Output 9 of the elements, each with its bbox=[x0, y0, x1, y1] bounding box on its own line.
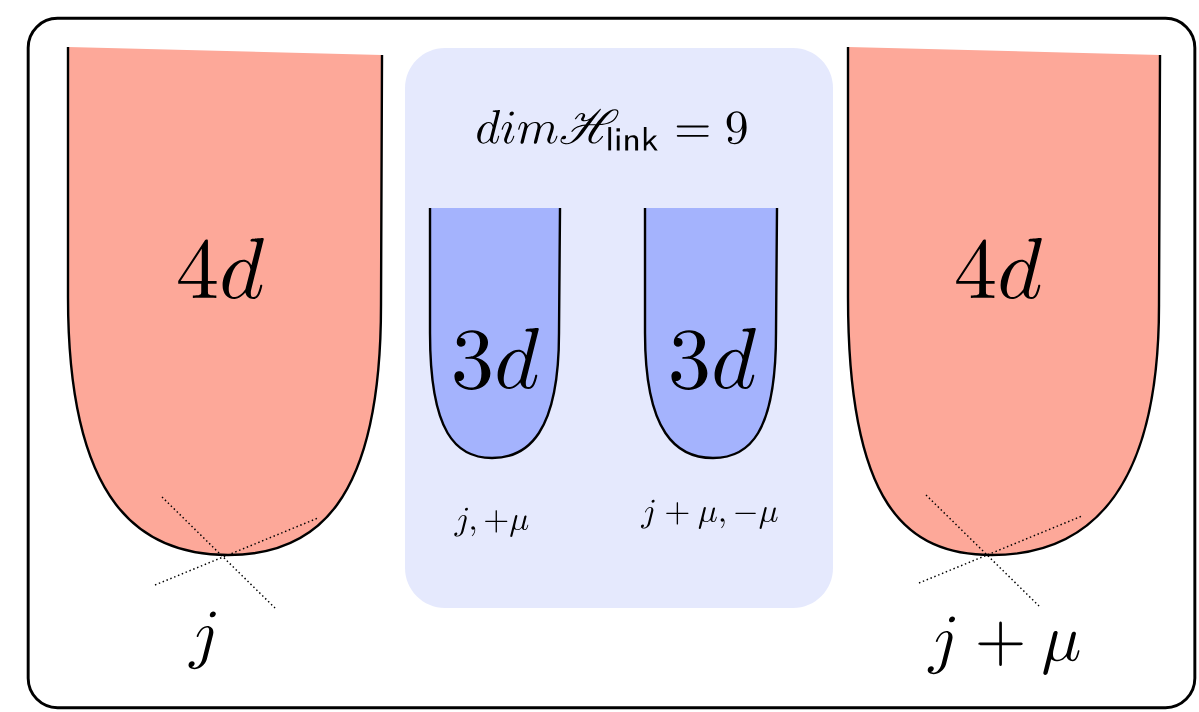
panel-title: $dim\mathscr{H}_{\mathsf{link}} = 9$ bbox=[477, 108, 747, 151]
site-label: $j, +\mu$ bbox=[454, 507, 529, 537]
site-label: $j+\mu, -\mu$ bbox=[640, 499, 778, 529]
region-label: $4d$ bbox=[178, 237, 264, 300]
region-label: $3d$ bbox=[454, 327, 539, 390]
site-label: $j$ bbox=[188, 611, 216, 670]
region-label: $3d$ bbox=[671, 327, 756, 390]
region-label: $4d$ bbox=[956, 237, 1042, 300]
site-label: $j+\mu$ bbox=[927, 616, 1080, 675]
